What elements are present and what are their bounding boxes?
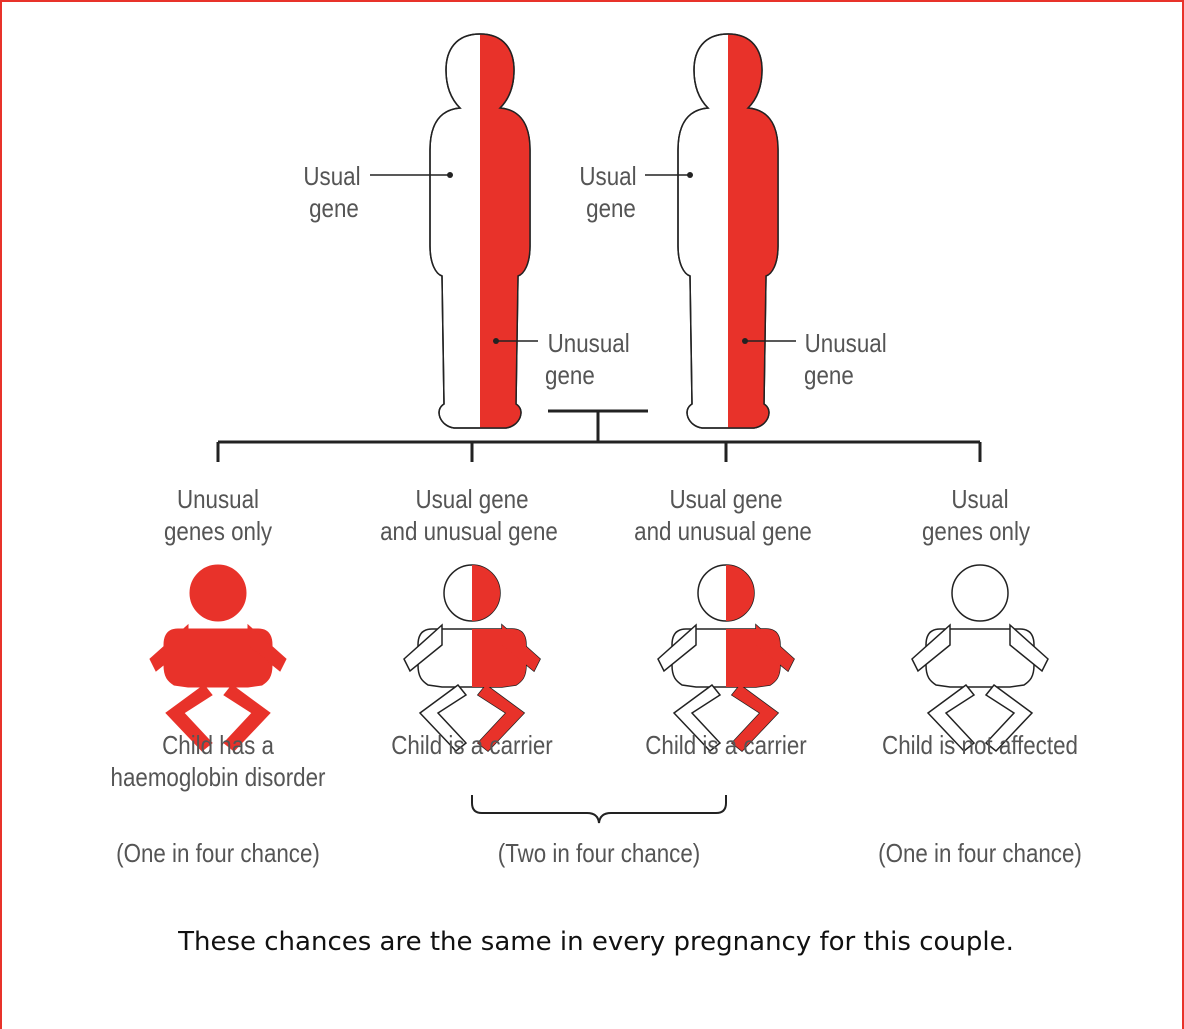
child-3-heading-line1: Usual gene [669, 485, 782, 514]
right-unusual-gene-label-line2: gene [804, 361, 854, 390]
inheritance-connector [218, 411, 980, 462]
child-1-result-line2: haemoglobin disorder [111, 763, 326, 792]
child-4-unaffected-figure [912, 565, 1048, 751]
left-usual-gene-label-line1: Usual [303, 162, 360, 191]
child-1-heading-line1: Unusual [177, 485, 259, 514]
child-1-heading-line2: genes only [164, 517, 273, 546]
child-2-result: Child is a carrier [391, 731, 552, 760]
child-3-result: Child is a carrier [645, 731, 806, 760]
left-usual-gene-label-line2: gene [309, 194, 359, 223]
right-usual-gene-label-line2: gene [586, 194, 636, 223]
child-2-heading-line2: and unusual gene [380, 517, 558, 546]
carrier-group-brace [472, 795, 726, 823]
child-3-carrier-figure [658, 565, 794, 751]
child-2-heading-line1: Usual gene [415, 485, 528, 514]
chance-affected: (One in four chance) [116, 839, 320, 868]
parent-left-figure [430, 34, 530, 428]
chance-not-affected: (One in four chance) [878, 839, 1082, 868]
left-unusual-gene-label-line2: gene [545, 361, 595, 390]
chance-carrier: (Two in four chance) [498, 839, 700, 868]
child-3-heading-line2: and unusual gene [634, 517, 812, 546]
footer-note: These chances are the same in every preg… [177, 927, 1014, 957]
left-unusual-gene-label-line1: Unusual [548, 329, 630, 358]
parent-right-figure [678, 34, 778, 428]
child-2-carrier-figure [404, 565, 540, 751]
right-usual-gene-label-line1: Usual [579, 162, 636, 191]
child-1-result-line1: Child has a [162, 731, 274, 760]
child-4-heading-line2: genes only [922, 517, 1031, 546]
child-1-affected-figure [150, 565, 286, 751]
right-unusual-gene-label-line1: Unusual [805, 329, 887, 358]
child-4-result: Child is not affected [882, 731, 1078, 760]
child-4-heading-line1: Usual [951, 485, 1008, 514]
